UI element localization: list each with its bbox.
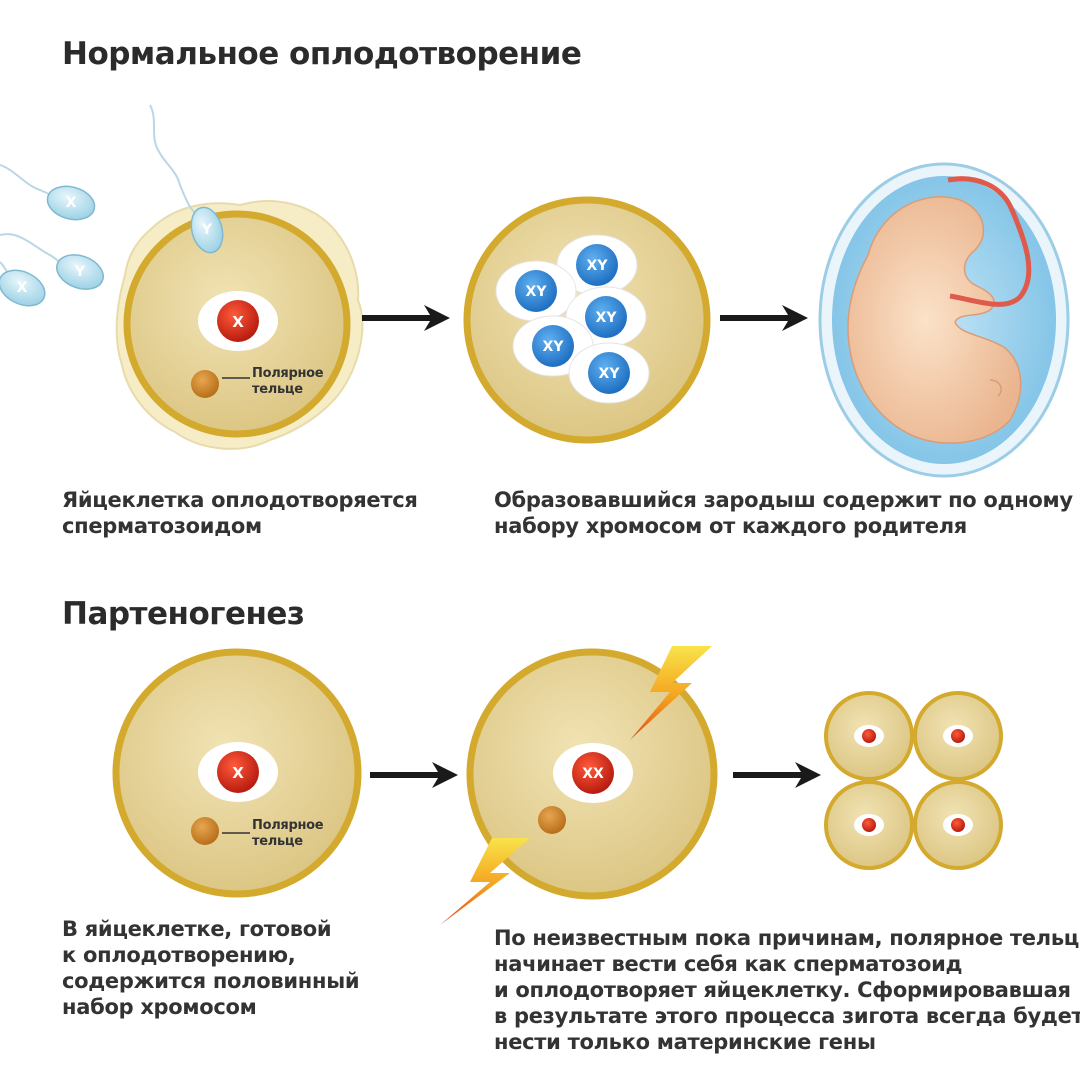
sperm-chromosome-label: X <box>66 195 77 211</box>
arrow-right-icon <box>370 762 458 788</box>
arrow-right-icon <box>720 305 808 331</box>
polar-body-icon <box>538 806 566 834</box>
xy-label: XY <box>587 258 609 274</box>
polar-body-icon <box>191 817 219 845</box>
xy-label: XY <box>526 284 548 300</box>
daughter-cell <box>824 691 914 781</box>
divided-cells <box>824 691 1003 870</box>
developing-embryo <box>818 162 1070 478</box>
arrow-right-icon <box>362 305 450 331</box>
sperm-chromosome-label: X <box>17 280 28 296</box>
sperm-chromosome-label: Y <box>201 222 213 238</box>
daughter-cell <box>913 780 1003 870</box>
section-title-normal: Нормальное оплодотворение <box>62 36 582 72</box>
embryo-cell-normal <box>463 196 711 444</box>
egg-cell-parthenogenesis <box>112 648 362 898</box>
sperm-cells <box>0 104 224 307</box>
nucleus-x-icon <box>217 751 259 793</box>
xy-label: XY <box>599 366 621 382</box>
polar-body-label: Полярное тельце <box>252 818 324 849</box>
nucleus-x-icon <box>217 300 259 342</box>
lightning-icon <box>440 646 712 925</box>
polar-body-label: Полярное тельце <box>252 366 324 397</box>
xy-label: XY <box>543 339 565 355</box>
egg-chromosome-label: X <box>232 764 244 782</box>
daughter-cell <box>913 691 1003 781</box>
xy-cell-1 <box>556 234 638 296</box>
zygote-chromosome-label: XX <box>582 766 604 782</box>
caption-parthenogenesis-right: По неизвестным пока причинам, полярное т… <box>494 926 1080 1054</box>
egg-chromosome-label: X <box>232 313 244 331</box>
polar-body-icon <box>191 370 219 398</box>
section-title-parthenogenesis: Партеногенез <box>62 596 305 632</box>
xy-label: XY <box>596 310 618 326</box>
arrow-right-icon <box>733 762 821 788</box>
egg-cell-normal <box>115 200 364 450</box>
daughter-cell <box>824 780 914 870</box>
xy-cell-5 <box>568 342 650 404</box>
sperm-chromosome-label: Y <box>74 264 86 280</box>
caption-parthenogenesis-left: В яйцеклетке, готовой к оплодотворению, … <box>62 917 360 1019</box>
xy-cell-2 <box>495 260 577 322</box>
caption-normal-left: Яйцеклетка оплодотворяется сперматозоидо… <box>62 488 418 538</box>
caption-normal-right: Образовавшийся зародыш содержит по одном… <box>494 488 1073 538</box>
